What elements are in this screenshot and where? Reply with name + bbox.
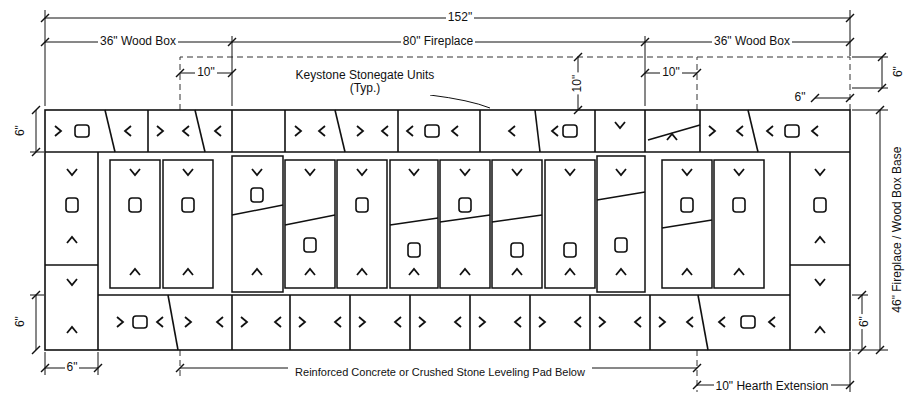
dimension-label: 6" — [857, 315, 870, 330]
callout-note: Reinforced Concrete or Crushed Stone Lev… — [288, 366, 592, 378]
dimension-label: 80" Fireplace — [401, 35, 475, 48]
dimension-label: 46" Fireplace / Wood Box Base — [891, 145, 904, 315]
dimension-label: 6" — [65, 361, 80, 374]
dimension-label: 6" — [13, 124, 26, 139]
dimension-label: 10" — [571, 73, 584, 95]
dimension-label: 10" — [660, 66, 682, 79]
callout-note: Keystone Stonegate Units (Typ.) — [288, 69, 442, 95]
dimension-label: 6" — [13, 315, 26, 330]
dimension-label: 10" Hearth Extension — [714, 380, 831, 393]
dimension-label: 10" — [195, 66, 217, 79]
dimension-label: 36" Wood Box — [712, 35, 792, 48]
dimension-label: 6" — [891, 65, 904, 80]
dimension-label: 36" Wood Box — [98, 35, 178, 48]
overall-dimension: 152" — [446, 11, 474, 24]
dimension-label: 6" — [793, 91, 808, 104]
